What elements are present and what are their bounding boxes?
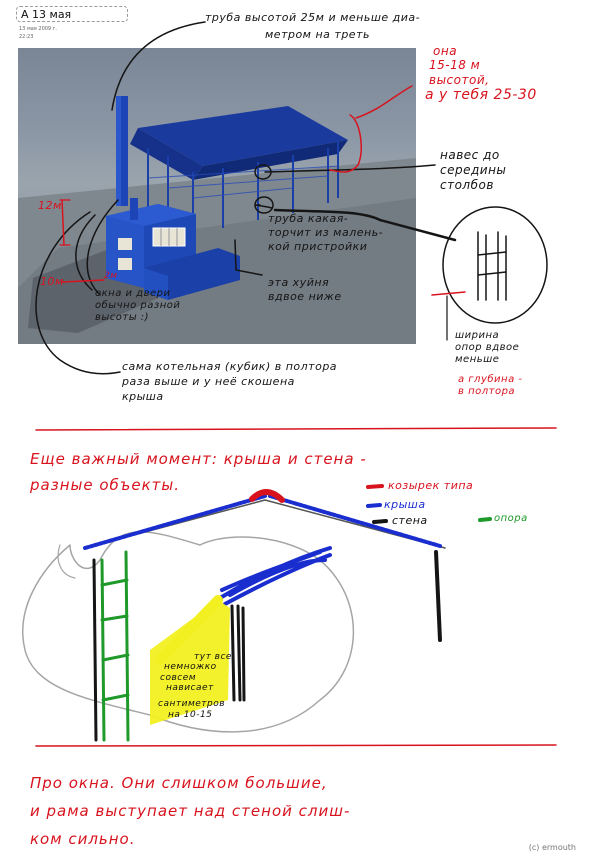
red-height-bracket (329, 114, 362, 173)
legend-bullet-red (366, 484, 384, 489)
annotation-canopy: навес до середины столбов (440, 148, 507, 192)
note-date: 13 мая 2009 г. (19, 26, 57, 32)
wall-section (230, 604, 246, 702)
annotation-windows: окна и двери обычно разной высоты :) (95, 288, 181, 323)
legend-bullet-black (372, 519, 388, 524)
annotation-support: ширина опор вдвое меньше (455, 330, 520, 365)
leader-pipe-top (111, 21, 206, 111)
legend-bullet-green (478, 517, 492, 522)
divider-2 (35, 744, 557, 747)
leader-extension (234, 239, 263, 276)
label-2m: 2м (104, 271, 118, 281)
leader-canopy (264, 164, 436, 173)
yellow-highlight (150, 600, 230, 725)
note-title[interactable]: A 13 мая (16, 6, 128, 22)
annotation-pipe-top: труба высотой 25м и меньше диа- метром н… (205, 11, 421, 41)
leader-pipe-side (273, 208, 457, 242)
annotation-height: она 15-18 м высотой, а у тебя 25-30 (425, 44, 537, 104)
legend-item-canopy: козырек типа (388, 479, 474, 492)
yellow-note: тут все немножко совсем нависает сантиме… (158, 652, 232, 720)
section2-heading: Еще важный момент: крыша и стена - разны… (30, 450, 367, 495)
label-10m: 10м (40, 275, 64, 288)
section3-text: Про окна. Они слишком большие, и рама вы… (30, 774, 351, 848)
divider-1 (35, 427, 557, 431)
legend-item-wall: стена (392, 514, 428, 527)
render-image (18, 48, 416, 344)
annotation-extension: эта хуйня вдвое ниже (268, 276, 342, 304)
legend-bullet-blue (366, 503, 382, 508)
credit: (c) ermouth (528, 843, 576, 852)
annotation-boiler: сама котельная (кубик) в полтора раза вы… (122, 360, 338, 403)
detail-circle (442, 206, 548, 324)
leader-boiler (35, 211, 121, 375)
legend-item-roof: крыша (384, 498, 426, 511)
annotation-pipe-side: труба какая- торчит из малень- кой прист… (268, 212, 384, 253)
roof-right (268, 494, 442, 548)
roof-section-scribble (218, 546, 332, 606)
wall-right (434, 550, 442, 642)
red-leader-height (355, 85, 413, 119)
label-12m: 12м (38, 199, 62, 212)
annotation-support-depth: а глубина - в полтора (458, 374, 523, 397)
note-time: 22:23 (19, 34, 34, 40)
leader-windows (86, 199, 119, 296)
ridge-cap (249, 489, 285, 503)
boiler-house-render (18, 96, 416, 344)
roof-left (83, 494, 267, 550)
legend-item-support: опора (494, 513, 528, 524)
